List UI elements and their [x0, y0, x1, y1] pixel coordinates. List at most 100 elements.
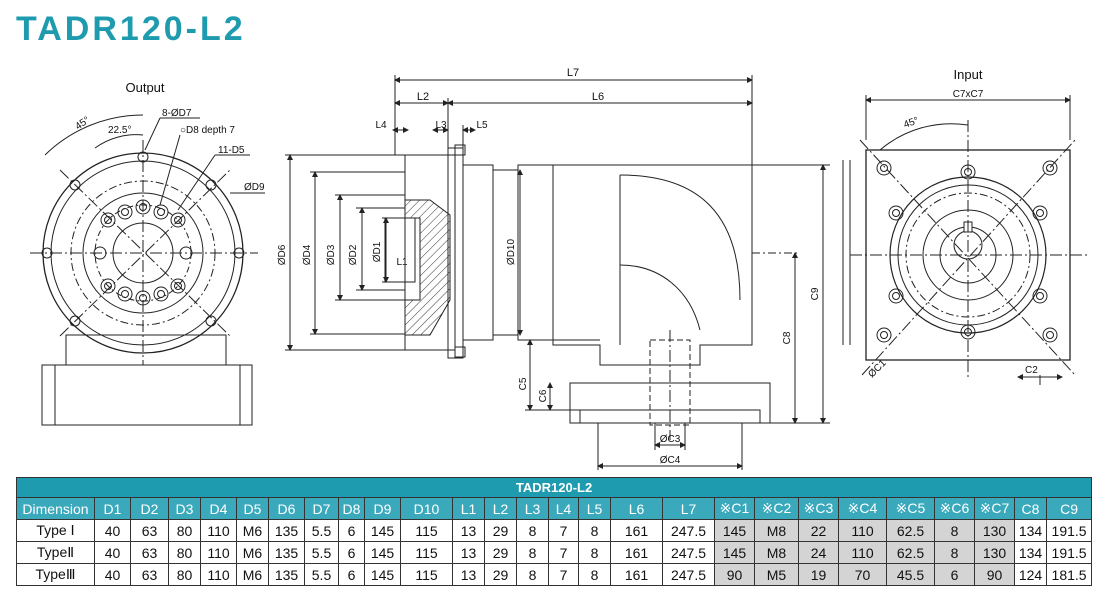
- table-cell: 24: [798, 541, 839, 564]
- table-cell: 145: [714, 519, 755, 542]
- table-cell: 63: [130, 541, 169, 564]
- table-cell: 191.5: [1045, 541, 1093, 564]
- row-label: TypeⅢ: [16, 563, 95, 586]
- table-cell: 80: [168, 563, 201, 586]
- header-d2: D2: [130, 497, 169, 520]
- table-cell: 110: [838, 519, 887, 542]
- table-cell: 247.5: [662, 563, 715, 586]
- c3-label: ØC3: [660, 434, 681, 445]
- header-d3: D3: [168, 497, 201, 520]
- table-cell: 62.5: [886, 541, 935, 564]
- c8-label: C8: [782, 331, 793, 344]
- header-c4: ※C4: [838, 497, 887, 520]
- header-d1: D1: [94, 497, 131, 520]
- l4-label: L4: [375, 120, 387, 131]
- inner-holes: [93, 199, 193, 306]
- table-cell: 6: [934, 563, 975, 586]
- table-cell: 7: [548, 519, 579, 542]
- side-view: [285, 75, 830, 470]
- c1-label: ØC1: [866, 357, 889, 380]
- table-cell: 135: [268, 563, 305, 586]
- header-l2: L2: [484, 497, 517, 520]
- table-cell: M6: [236, 563, 269, 586]
- table-cell: 110: [200, 563, 237, 586]
- table-cell: M8: [754, 541, 799, 564]
- table-cell: 29: [484, 541, 517, 564]
- l2-label: L2: [417, 91, 429, 103]
- header-d7: D7: [304, 497, 339, 520]
- input-view: Input: [842, 67, 1090, 385]
- table-cell: 8: [578, 519, 611, 542]
- table-cell: 45.5: [886, 563, 935, 586]
- table-cell: 110: [200, 541, 237, 564]
- header-d6: D6: [268, 497, 305, 520]
- header-d10: D10: [400, 497, 453, 520]
- table-cell: 115: [400, 541, 453, 564]
- table-cell: 6: [338, 519, 365, 542]
- outer-holes: [41, 151, 245, 327]
- header-l4: L4: [548, 497, 579, 520]
- header-d4: D4: [200, 497, 237, 520]
- table-cell: 62.5: [886, 519, 935, 542]
- l7-label: L7: [567, 67, 579, 79]
- c4-label: ØC4: [660, 455, 681, 466]
- table-cell: 5.5: [304, 563, 339, 586]
- header-dimension: Dimension: [16, 497, 95, 520]
- table-cell: 7: [548, 563, 579, 586]
- table-cell: 130: [974, 519, 1015, 542]
- table-cell: 247.5: [662, 519, 715, 542]
- table-cell: 115: [400, 519, 453, 542]
- table-cell: 40: [94, 519, 131, 542]
- l5-label: L5: [476, 120, 488, 131]
- l6-label: L6: [592, 91, 604, 103]
- d4-label: ØD4: [302, 244, 313, 265]
- table-cell: 63: [130, 519, 169, 542]
- table-cell: 8: [934, 519, 975, 542]
- header-d8: D8: [338, 497, 365, 520]
- technical-drawing: Output: [30, 67, 1090, 470]
- right-angle-housing: [552, 164, 753, 366]
- table-cell: 6: [338, 563, 365, 586]
- table-cell: 8: [516, 519, 549, 542]
- output-view: Output: [30, 80, 265, 426]
- table-cell: 13: [452, 563, 485, 586]
- input-label: Input: [954, 67, 983, 82]
- row-label: TypeⅡ: [16, 541, 95, 564]
- table-cell: 6: [338, 541, 365, 564]
- table-cell: 19: [798, 563, 839, 586]
- tap-d5-label: 11-D5: [218, 145, 245, 156]
- table-cell: M5: [754, 563, 799, 586]
- table-cell: 40: [94, 563, 131, 586]
- table-cell: 29: [484, 519, 517, 542]
- table-cell: 8: [578, 563, 611, 586]
- table-cell: 70: [838, 563, 887, 586]
- holes-d7-label: 8-ØD7: [162, 108, 192, 119]
- d6-label: ØD6: [277, 244, 288, 265]
- table-cell: 191.5: [1045, 519, 1093, 542]
- input-45-label: 45°: [902, 115, 920, 131]
- c2-label: C2: [1025, 365, 1038, 376]
- table-cell: 8: [934, 541, 975, 564]
- d8-depth-label: ○D8 depth 7: [180, 125, 235, 136]
- c9-label: C9: [810, 287, 821, 300]
- table-cell: 22: [798, 519, 839, 542]
- table-cell: M6: [236, 519, 269, 542]
- table-cell: 161: [610, 563, 663, 586]
- d1-label: ØD1: [372, 241, 383, 262]
- header-c6: ※C6: [934, 497, 975, 520]
- table-cell: 247.5: [662, 541, 715, 564]
- table-cell: 8: [578, 541, 611, 564]
- section-hatch: [404, 199, 451, 336]
- l1-label: L1: [396, 257, 408, 268]
- table-cell: 135: [268, 519, 305, 542]
- output-base-neck: [65, 334, 227, 366]
- header-c8: C8: [1014, 497, 1047, 520]
- table-cell: 145: [364, 541, 401, 564]
- output-base-plate: [41, 364, 253, 426]
- table-cell: 8: [516, 541, 549, 564]
- table-cell: 135: [268, 541, 305, 564]
- angle-45-label: 45°: [73, 115, 92, 133]
